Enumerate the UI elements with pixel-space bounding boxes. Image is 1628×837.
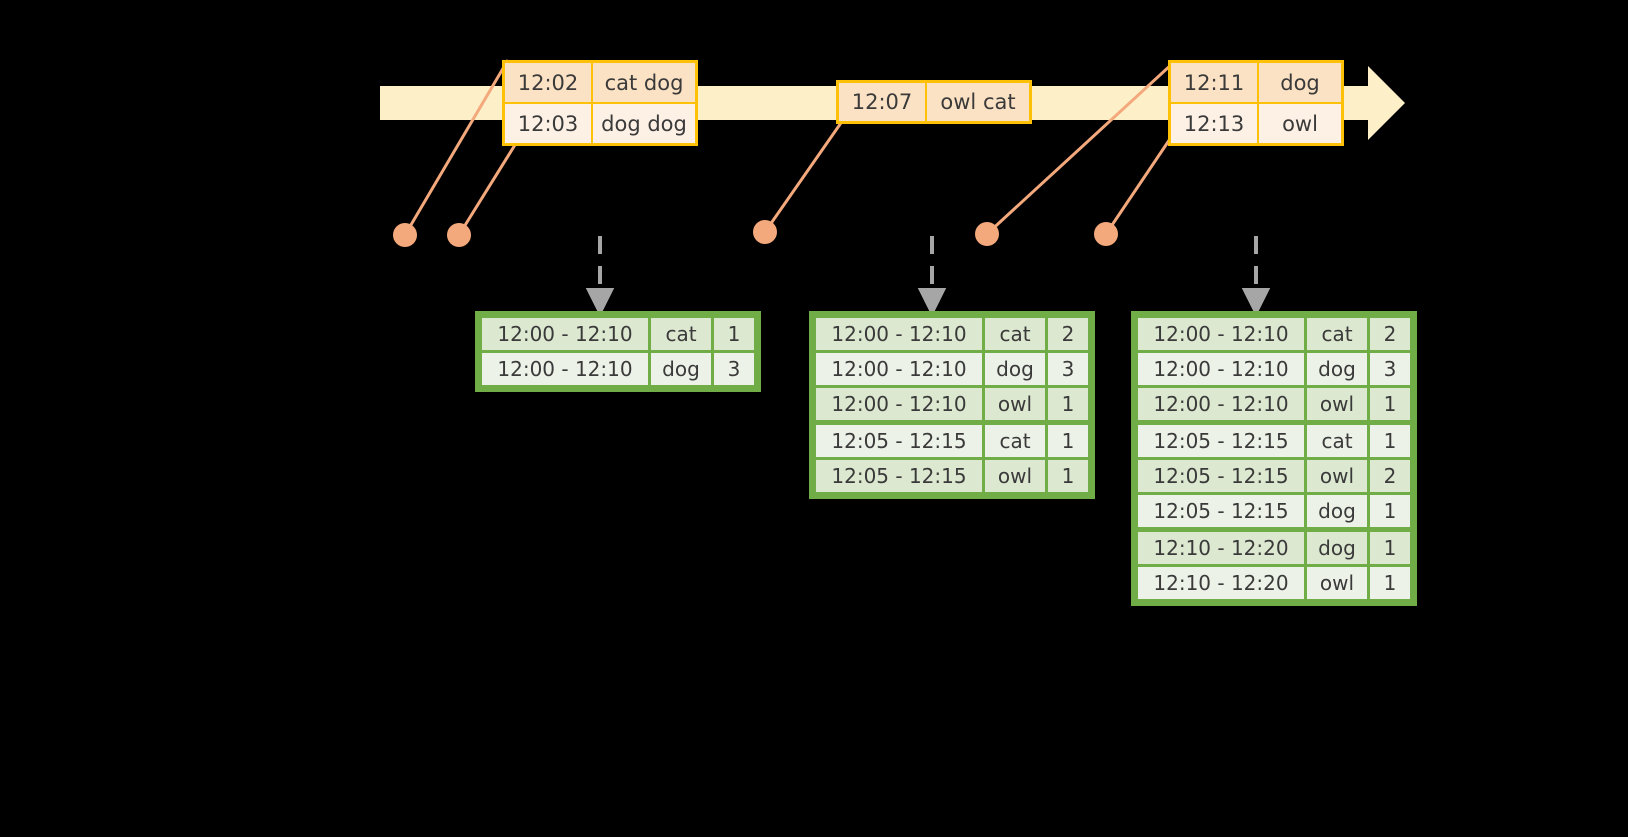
cell-count: 3 [714,353,754,385]
cell-key: dog [985,353,1045,385]
cell-key: cat [1307,318,1367,350]
emit-arrows [585,236,1271,317]
cell-window: 12:00 - 12:10 [1138,318,1304,350]
cell-count: 1 [1370,567,1410,599]
result-table-2[interactable]: 12:00 - 12:10 cat 2 12:00 - 12:10 dog 3 … [809,311,1095,499]
event-time: 12:13 [1171,104,1259,143]
event-value: owl cat [927,83,1029,121]
cell-window: 12:00 - 12:10 [816,353,982,385]
cell-window: 12:10 - 12:20 [1138,532,1304,564]
event-value: owl [1259,104,1341,143]
cell-count: 1 [1048,460,1088,492]
event-marker-1 [393,223,417,247]
event-row[interactable]: 12:02 cat dog [505,63,695,102]
table-row[interactable]: 12:05 - 12:15 dog 1 [1138,495,1410,527]
cell-key: owl [1307,460,1367,492]
table-row[interactable]: 12:00 - 12:10 cat 2 [1138,318,1410,350]
cell-key: owl [1307,388,1367,420]
cell-key: cat [985,318,1045,350]
cell-key: dog [1307,532,1367,564]
table-row[interactable]: 12:10 - 12:20 dog 1 [1138,532,1410,564]
event-markers [393,220,1118,247]
cell-key: cat [985,425,1045,457]
cell-key: dog [651,353,711,385]
event-value: cat dog [593,63,695,102]
cell-window: 12:00 - 12:10 [816,318,982,350]
cell-key: dog [1307,495,1367,527]
table-row[interactable]: 12:05 - 12:15 owl 2 [1138,460,1410,492]
event-marker-3 [753,220,777,244]
cell-window: 12:10 - 12:20 [1138,567,1304,599]
cell-key: cat [1307,425,1367,457]
cell-count: 1 [1370,388,1410,420]
table-row[interactable]: 12:00 - 12:10 cat 1 [482,318,754,350]
event-time: 12:02 [505,63,593,102]
table-row[interactable]: 12:00 - 12:10 dog 3 [816,353,1088,385]
table-row[interactable]: 12:00 - 12:10 cat 2 [816,318,1088,350]
cell-window: 12:05 - 12:15 [816,425,982,457]
event-row[interactable]: 12:13 owl [1171,102,1341,143]
table-row[interactable]: 12:00 - 12:10 dog 3 [1138,353,1410,385]
table-row[interactable]: 12:10 - 12:20 owl 1 [1138,567,1410,599]
cell-window: 12:05 - 12:15 [816,460,982,492]
event-group-3[interactable]: 12:11 dog 12:13 owl [1168,60,1344,146]
table-row[interactable]: 12:05 - 12:15 cat 1 [1138,425,1410,457]
event-value: dog [1259,63,1341,102]
event-marker-2 [447,223,471,247]
cell-window: 12:00 - 12:10 [1138,353,1304,385]
table-row[interactable]: 12:00 - 12:10 owl 1 [816,388,1088,420]
result-table-1[interactable]: 12:00 - 12:10 cat 1 12:00 - 12:10 dog 3 [475,311,761,392]
cell-count: 2 [1370,318,1410,350]
event-time: 12:11 [1171,63,1259,102]
cell-count: 1 [1370,425,1410,457]
event-marker-5 [1094,222,1118,246]
emit-arrow-3 [1241,236,1271,317]
event-value: dog dog [593,104,695,143]
cell-window: 12:00 - 12:10 [482,353,648,385]
event-marker-4 [975,222,999,246]
event-time: 12:07 [839,83,927,121]
cell-count: 1 [714,318,754,350]
event-row[interactable]: 12:03 dog dog [505,102,695,143]
event-group-1[interactable]: 12:02 cat dog 12:03 dog dog [502,60,698,146]
cell-key: owl [985,388,1045,420]
cell-count: 1 [1048,425,1088,457]
cell-key: owl [1307,567,1367,599]
result-table-3[interactable]: 12:00 - 12:10 cat 2 12:00 - 12:10 dog 3 … [1131,311,1417,606]
table-row[interactable]: 12:05 - 12:15 cat 1 [816,425,1088,457]
cell-count: 1 [1048,388,1088,420]
cell-count: 3 [1048,353,1088,385]
cell-count: 3 [1370,353,1410,385]
cell-key: owl [985,460,1045,492]
event-row[interactable]: 12:11 dog [1171,63,1341,102]
event-row[interactable]: 12:07 owl cat [839,83,1029,121]
table-row[interactable]: 12:00 - 12:10 dog 3 [482,353,754,385]
table-row[interactable]: 12:00 - 12:10 owl 1 [1138,388,1410,420]
cell-count: 2 [1370,460,1410,492]
event-time: 12:03 [505,104,593,143]
table-row[interactable]: 12:05 - 12:15 owl 1 [816,460,1088,492]
emit-arrow-1 [585,236,615,317]
cell-window: 12:00 - 12:10 [816,388,982,420]
event-group-2[interactable]: 12:07 owl cat [836,80,1032,124]
cell-window: 12:00 - 12:10 [482,318,648,350]
cell-count: 2 [1048,318,1088,350]
cell-count: 1 [1370,532,1410,564]
emit-arrow-2 [917,236,947,317]
cell-key: dog [1307,353,1367,385]
cell-window: 12:05 - 12:15 [1138,495,1304,527]
cell-count: 1 [1370,495,1410,527]
cell-window: 12:05 - 12:15 [1138,460,1304,492]
cell-key: cat [651,318,711,350]
cell-window: 12:05 - 12:15 [1138,425,1304,457]
cell-window: 12:00 - 12:10 [1138,388,1304,420]
